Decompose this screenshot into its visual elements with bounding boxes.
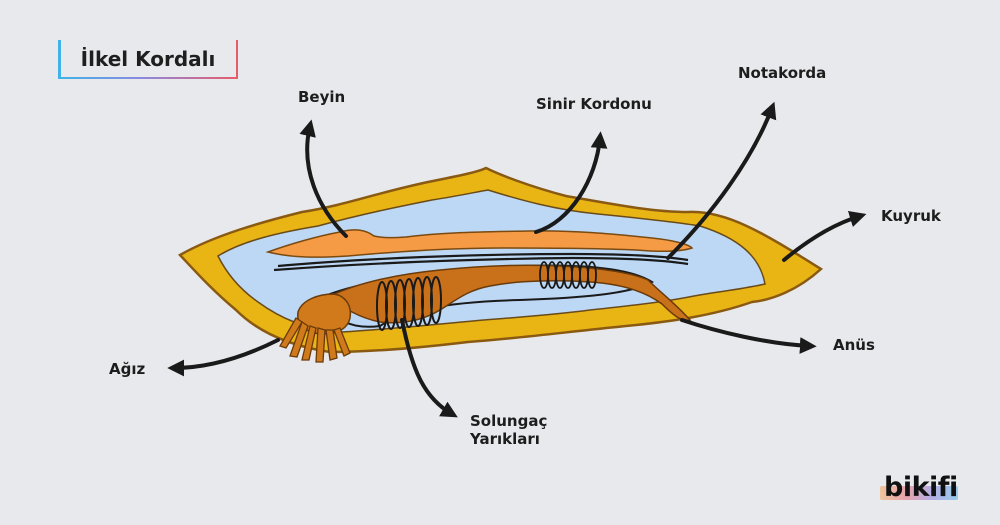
title-frame: İlkel Kordalı [58,40,238,79]
arrow-sinir-kordonu [534,131,608,234]
arrow-beyin [299,119,348,238]
arrows [167,101,867,418]
arrow-solungac [400,318,458,418]
arrow-anus [680,318,817,354]
label-notakorda: Notakorda [738,64,827,82]
title-frame-left [58,40,61,79]
gill-slits [376,276,442,331]
title-frame-right [235,40,238,79]
label-kuyruk: Kuyruk [881,207,941,225]
notochord [273,252,689,272]
label-solungac-yariklari: Solungaç Yarıkları [470,412,547,448]
page-title: İlkel Kordalı [80,46,216,71]
label-anus: Anüs [833,336,875,354]
mouth-tentacles [279,317,351,363]
label-beyin: Beyin [298,88,346,106]
label-solungac-line2: Yarıkları [470,430,540,448]
coil-mid [539,261,597,289]
label-solungac-line1: Solungaç [470,412,548,430]
brand-logo: bikifi [884,472,958,503]
label-sinir-kordonu: Sinir Kordonu [536,95,652,113]
nerve-cord [265,229,694,258]
logo-underline [880,486,958,500]
arrow-agiz [167,338,280,377]
arrow-kuyruk [782,210,867,262]
arrow-notakorda [666,101,777,260]
label-agiz: Ağız [109,360,146,378]
